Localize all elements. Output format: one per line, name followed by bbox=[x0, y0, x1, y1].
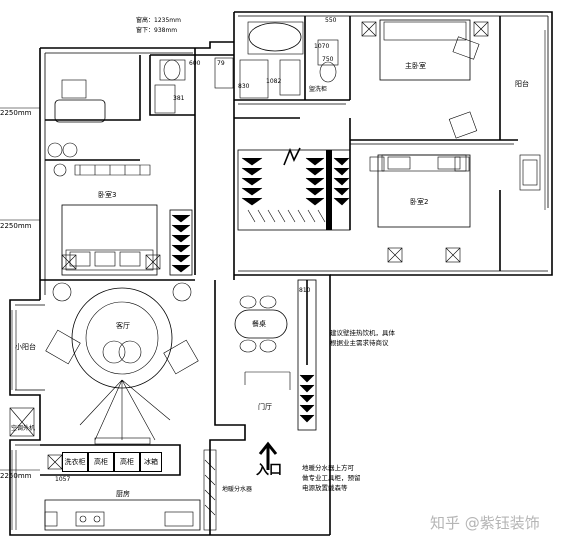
entrance-label: 入口 bbox=[256, 463, 283, 478]
kitchen-cabinet-tall-2: 高柜 bbox=[114, 452, 140, 472]
wall-lower bbox=[9, 299, 330, 536]
room-small-balcony: 小阳台 bbox=[15, 343, 36, 351]
dim-1070: 1070 bbox=[314, 43, 330, 50]
dim-750: 750 bbox=[322, 56, 334, 63]
dim-1057: 1057 bbox=[55, 476, 71, 483]
manifold-label: 地暖分水器 bbox=[222, 486, 253, 493]
round-sofa bbox=[71, 287, 173, 389]
bed-bedroom3 bbox=[61, 204, 158, 276]
dim-830: 830 bbox=[238, 83, 250, 90]
wall-bedroom3 bbox=[39, 41, 234, 300]
bed-bedroom2 bbox=[377, 154, 471, 228]
dim-1082: 1082 bbox=[266, 78, 282, 85]
water-heater-note: 建议壁挂热饮机，具体 根据业主需求待商议 bbox=[330, 329, 395, 347]
dim-600: 600 bbox=[189, 60, 201, 67]
room-master-bedroom: 主卧室 bbox=[405, 62, 426, 70]
room-vanity: 盥洗柜 bbox=[309, 86, 328, 93]
floor-heating-note: 地暖分水器上方可 做专业工具柜，预留 电源放置戴森等 bbox=[302, 464, 361, 492]
room-dining: 餐桌 bbox=[252, 320, 266, 328]
room-balcony: 阳台 bbox=[515, 80, 529, 88]
kitchen-cabinet-laundry: 洗衣柜 bbox=[62, 452, 88, 472]
dim-381: 381 bbox=[173, 95, 185, 102]
kitchen-fridge: 冰箱 bbox=[140, 452, 162, 472]
dim-810: 810 bbox=[299, 287, 311, 294]
entrance-arrow bbox=[258, 441, 278, 470]
watermark: 知乎 @紫钰装饰 bbox=[430, 514, 540, 532]
kitchen-cabinet-tall-1: 高柜 bbox=[88, 452, 114, 472]
left-dim-2250-b: 2250mm bbox=[0, 222, 32, 230]
room-bedroom3: 卧室3 bbox=[98, 191, 117, 199]
room-kitchen: 厨房 bbox=[116, 490, 130, 498]
bathtub bbox=[248, 22, 302, 52]
window-height-text: 窗高：1235mm bbox=[136, 17, 181, 24]
bed-master bbox=[379, 19, 471, 81]
left-dim-2250-c: 2250mm bbox=[0, 472, 32, 480]
dim-79: 79 bbox=[217, 60, 225, 67]
dining-table bbox=[234, 309, 288, 339]
room-living: 客厅 bbox=[116, 322, 130, 330]
wall-top bbox=[233, 11, 553, 535]
left-dim-2250-a: 2250mm bbox=[0, 109, 32, 117]
ac-unit-label: 空调外机 bbox=[11, 425, 36, 432]
window-sill-text: 窗下：938mm bbox=[136, 27, 178, 34]
dim-550: 550 bbox=[325, 17, 337, 24]
room-bedroom2: 卧室2 bbox=[410, 198, 429, 206]
room-foyer: 门厅 bbox=[258, 403, 272, 411]
